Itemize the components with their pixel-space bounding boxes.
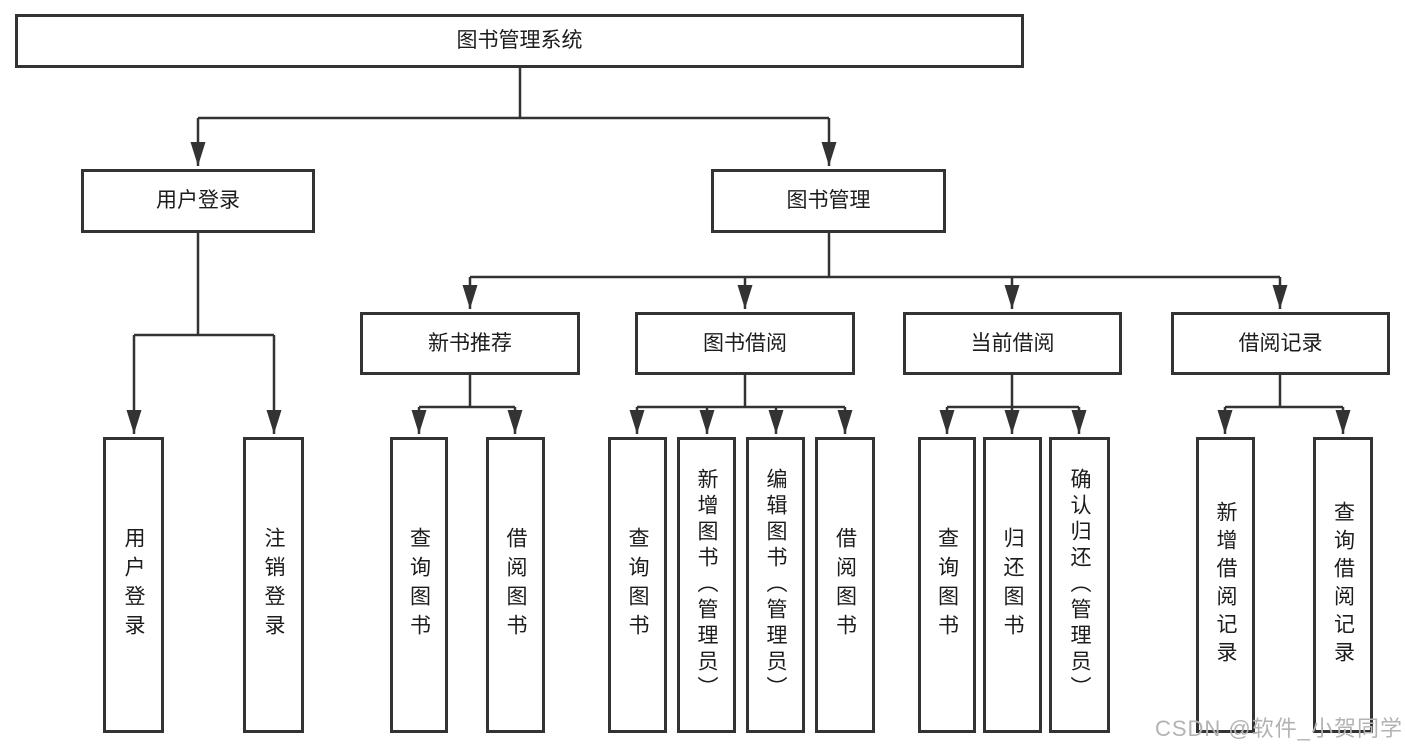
node-borrow-query-books-label: 查询图书 <box>626 527 649 643</box>
node-new-book-recommend-label: 新书推荐 <box>428 331 512 355</box>
node-borrow-records-label: 借阅记录 <box>1238 331 1323 355</box>
node-current-return-books: 归还图书 <box>983 437 1042 733</box>
node-book-borrow: 图书借阅 <box>635 312 855 375</box>
node-records-add-record-label: 新增借阅记录 <box>1214 501 1237 669</box>
node-recommend-query-books-label: 查询图书 <box>407 527 431 643</box>
watermark: CSDN @软件_小贺同学 <box>1154 716 1403 741</box>
node-user-login-leaf-label: 用户登录 <box>122 527 145 643</box>
node-current-borrow: 当前借阅 <box>903 312 1122 375</box>
node-current-confirm-return-admin-label: 确认归还（管理员） <box>1068 468 1091 702</box>
node-borrow-borrow-books: 借阅图书 <box>815 437 875 733</box>
node-user-login-label: 用户登录 <box>156 189 240 213</box>
node-recommend-borrow-books-label: 借阅图书 <box>504 527 527 643</box>
node-current-query-books-label: 查询图书 <box>935 527 959 643</box>
node-records-query-record-label: 查询借阅记录 <box>1331 501 1355 669</box>
node-current-borrow-label: 当前借阅 <box>970 331 1055 355</box>
node-borrow-records: 借阅记录 <box>1171 312 1390 375</box>
node-borrow-add-books-admin-label: 新增图书（管理员） <box>695 468 718 702</box>
node-book-borrow-label: 图书借阅 <box>703 331 787 355</box>
node-book-management-label: 图书管理 <box>786 189 871 213</box>
connector-skeleton <box>134 66 1343 409</box>
node-user-login: 用户登录 <box>81 169 315 233</box>
node-new-book-recommend: 新书推荐 <box>360 312 580 375</box>
node-records-add-record: 新增借阅记录 <box>1196 437 1255 733</box>
node-book-management: 图书管理 <box>711 169 946 233</box>
node-borrow-edit-books-admin-label: 编辑图书（管理员） <box>764 468 787 702</box>
node-logout-leaf: 注销登录 <box>243 437 304 733</box>
node-current-confirm-return-admin: 确认归还（管理员） <box>1049 437 1110 733</box>
node-borrow-query-books: 查询图书 <box>608 437 667 733</box>
node-user-login-leaf: 用户登录 <box>103 437 164 733</box>
node-borrow-add-books-admin: 新增图书（管理员） <box>677 437 736 733</box>
node-logout-leaf-label: 注销登录 <box>262 527 285 643</box>
node-borrow-borrow-books-label: 借阅图书 <box>833 527 857 643</box>
node-current-return-books-label: 归还图书 <box>1001 527 1024 643</box>
node-root: 图书管理系统 <box>15 14 1024 68</box>
node-recommend-query-books: 查询图书 <box>390 437 448 733</box>
node-root-label: 图书管理系统 <box>456 29 583 53</box>
node-records-query-record: 查询借阅记录 <box>1313 437 1373 733</box>
node-recommend-borrow-books: 借阅图书 <box>486 437 545 733</box>
node-borrow-edit-books-admin: 编辑图书（管理员） <box>746 437 805 733</box>
node-current-query-books: 查询图书 <box>918 437 976 733</box>
